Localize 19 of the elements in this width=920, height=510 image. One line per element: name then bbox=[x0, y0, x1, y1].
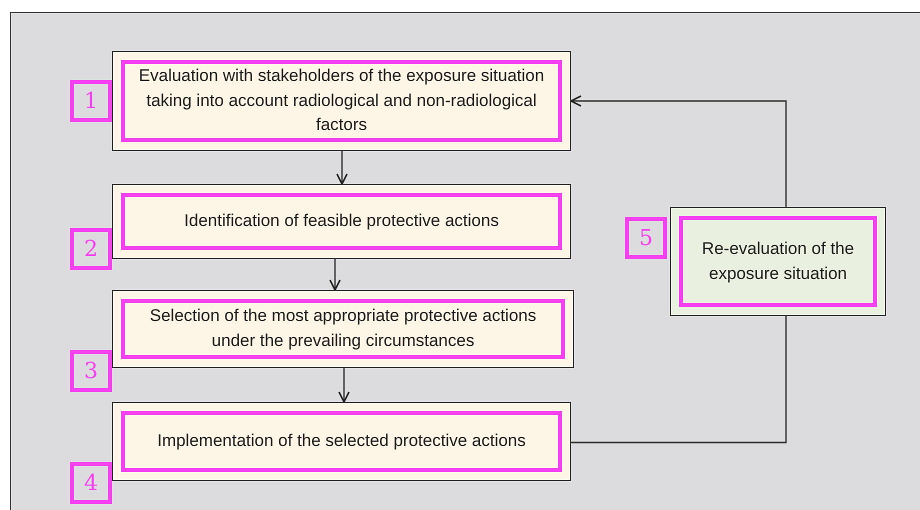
process-box bbox=[112, 290, 574, 368]
arrow bbox=[338, 368, 350, 403]
callout-number: 2 bbox=[70, 228, 112, 270]
process-box bbox=[670, 207, 886, 316]
callout-number: 1 bbox=[70, 80, 112, 122]
arrow bbox=[570, 95, 787, 207]
callout-number: 5 bbox=[625, 217, 667, 259]
process-box bbox=[112, 184, 571, 259]
arrow bbox=[336, 151, 348, 185]
highlighted-text: Selection of the most appropriate protective actions under the prevailing circumstances bbox=[121, 299, 565, 359]
highlighted-text: Identification of feasible protective actions bbox=[121, 193, 562, 250]
callout-number: 4 bbox=[70, 462, 112, 504]
highlighted-text: Re-evaluation of the exposure situation bbox=[679, 216, 877, 307]
highlighted-text: Evaluation with stakeholders of the exposure situation taking into account radiological and non-radiological factors bbox=[121, 60, 562, 142]
arrow bbox=[329, 259, 341, 291]
process-box bbox=[112, 402, 571, 481]
callout-number: 3 bbox=[70, 350, 112, 392]
highlighted-text: Implementation of the selected protective actions bbox=[121, 411, 562, 472]
process-box bbox=[112, 51, 571, 151]
